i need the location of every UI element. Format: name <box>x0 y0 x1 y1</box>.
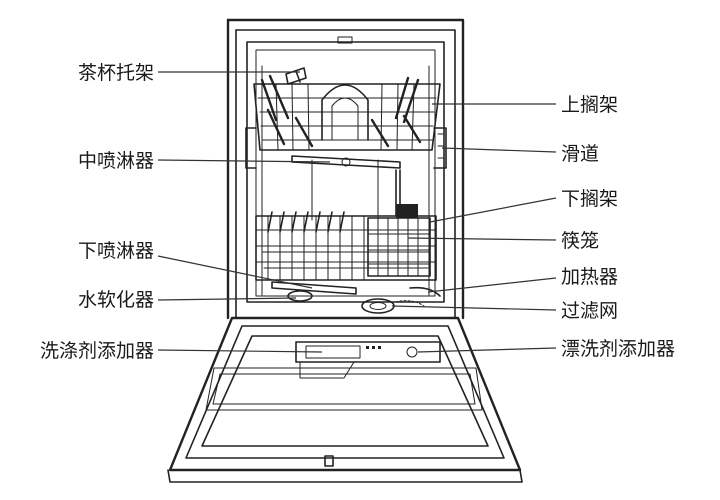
label-lower-rack: 下搁架 <box>561 188 618 210</box>
leader-slide-rail <box>441 147 557 153</box>
lower-rack <box>255 211 437 281</box>
label-lower-spray-arm: 下喷淋器 <box>78 240 154 262</box>
dispenser-panel <box>295 341 441 379</box>
label-rinse-aid-dispenser: 漂洗剂添加器 <box>561 338 675 360</box>
label-filter: 过滤网 <box>561 300 618 322</box>
leader-lower-rack <box>429 197 557 223</box>
water-softener <box>287 290 313 302</box>
label-slide-rail: 滑道 <box>561 143 599 165</box>
labels-left: 茶杯托架 中喷淋器 下喷淋器 水软化器 洗涤剂添加器 <box>40 62 154 362</box>
label-heater: 加热器 <box>561 266 618 288</box>
labels-right: 上搁架 滑道 下搁架 筷笼 加热器 过滤网 漂洗剂添加器 <box>561 94 675 360</box>
upper-rack <box>253 74 441 151</box>
cabinet <box>226 18 465 320</box>
leader-lines <box>157 71 557 353</box>
leader-heater <box>427 277 557 293</box>
heater <box>409 286 441 297</box>
door <box>167 316 523 483</box>
label-middle-spray-arm: 中喷淋器 <box>78 150 154 172</box>
label-detergent-dispenser: 洗涤剂添加器 <box>40 340 154 362</box>
leader-middle-spray-arm <box>157 159 331 163</box>
label-cutlery-basket: 筷笼 <box>561 230 599 252</box>
label-upper-rack: 上搁架 <box>561 94 618 116</box>
dishwasher-illustration <box>167 18 523 483</box>
leader-lower-spray-arm <box>157 255 313 289</box>
label-water-softener: 水软化器 <box>78 289 154 311</box>
leader-cutlery-basket <box>407 237 557 241</box>
middle-spray-arm <box>291 155 401 169</box>
leader-rinse-aid-dispenser <box>417 347 557 353</box>
cup-rack <box>285 67 307 85</box>
label-cup-rack: 茶杯托架 <box>78 62 154 84</box>
leader-water-softener <box>157 297 297 301</box>
cutlery-basket <box>367 204 431 277</box>
leader-detergent-dispenser <box>157 349 323 353</box>
leader-filter <box>391 305 557 311</box>
lower-spray-arm <box>271 281 357 295</box>
